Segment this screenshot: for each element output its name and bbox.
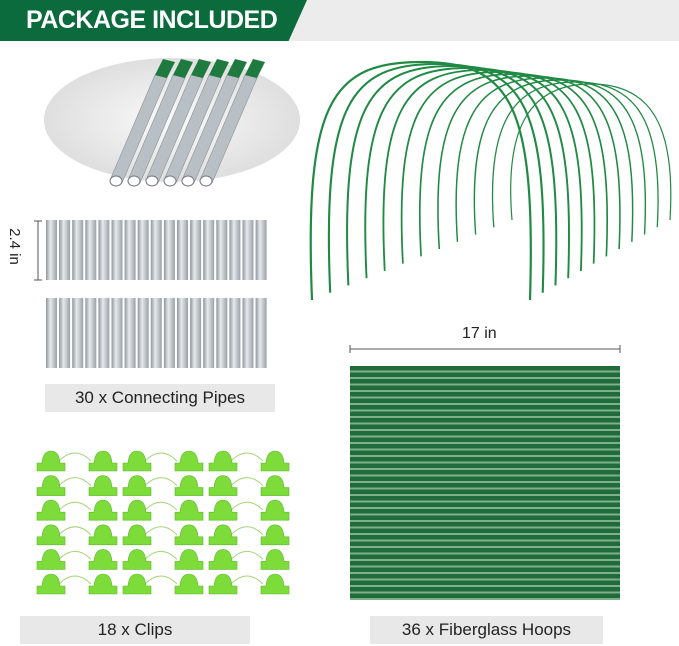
pipe-end: [127, 175, 141, 187]
clip: [208, 499, 290, 521]
hoop-arch: [327, 62, 545, 293]
pipe: [150, 220, 162, 280]
pipe-end: [145, 175, 159, 187]
clip: [208, 475, 290, 496]
pipe-bundle-photo: [44, 58, 300, 187]
clip: [208, 573, 290, 595]
page-title: PACKAGE INCLUDED: [26, 6, 278, 34]
hoop-end: [245, 59, 265, 78]
hoop-arch: [309, 60, 532, 301]
clip: [36, 475, 118, 496]
clip: [36, 573, 118, 595]
pipe: [190, 220, 202, 280]
pipe: [150, 298, 162, 368]
pipe: [216, 220, 228, 280]
hoop-end: [227, 59, 247, 78]
hoop-arch: [346, 64, 558, 286]
pipe: [229, 298, 241, 368]
fiberglass-hoops-stack: [350, 366, 620, 600]
pipe: [203, 220, 215, 280]
pipe: [242, 298, 254, 368]
pipe: [124, 220, 136, 280]
hoop-end: [173, 59, 193, 78]
pipe: [59, 298, 71, 368]
pipe: [177, 298, 188, 368]
clip: [208, 549, 290, 570]
pipe: [72, 298, 84, 368]
clip: [36, 549, 118, 570]
clip: [208, 450, 290, 472]
clip: [122, 549, 204, 570]
pipe: [85, 220, 97, 280]
pipe: [255, 220, 267, 280]
pipe-length-label: 2.4 in: [5, 228, 23, 265]
clip: [122, 475, 204, 496]
pipe: [163, 220, 175, 280]
pipe: [229, 220, 241, 280]
pipe: [59, 220, 71, 280]
fiberglass-hoops-label: 36 x Fiberglass Hoops: [370, 616, 603, 644]
hoop-tunnel-illustration: [309, 60, 672, 301]
pipe: [85, 298, 97, 368]
clip: [36, 499, 118, 521]
pipe: [255, 298, 267, 368]
pipe-end: [199, 175, 213, 187]
clips-grid: [36, 450, 290, 595]
hoop-arch: [364, 67, 570, 279]
hoop-end: [209, 59, 229, 78]
clip: [122, 573, 204, 595]
pipe: [163, 298, 175, 368]
connecting-pipes-label: 30 x Connecting Pipes: [45, 384, 275, 412]
dimension-bracket-vertical: [34, 220, 42, 281]
clip: [122, 450, 204, 472]
pipe: [98, 220, 110, 280]
pipe: [98, 298, 110, 368]
pipe: [46, 298, 57, 368]
pipe: [203, 298, 215, 368]
clip: [36, 524, 118, 546]
pipe-end: [163, 175, 177, 187]
hoop-arch: [473, 79, 646, 235]
clips-label: 18 x Clips: [20, 616, 250, 644]
hoop-width-label: 17 in: [462, 325, 497, 342]
hoop-arch: [418, 73, 608, 257]
pipe: [242, 220, 254, 280]
hoop-arch: [400, 71, 596, 264]
clip: [122, 499, 204, 521]
hoop-arch: [510, 83, 672, 221]
hoop-arch: [455, 77, 634, 242]
pipe: [46, 220, 57, 280]
pipe: [72, 220, 84, 280]
hoop-arch: [437, 75, 621, 250]
pipe: [190, 298, 202, 368]
hoop-arch: [491, 81, 659, 228]
header-title-band: [0, 0, 307, 41]
pipe: [177, 220, 188, 280]
pipe-end: [181, 175, 195, 187]
clip: [208, 524, 290, 546]
clip: [122, 524, 204, 546]
clip: [36, 450, 118, 472]
connecting-pipes: [46, 220, 267, 368]
pipe: [137, 298, 149, 368]
pipe-end: [109, 175, 123, 187]
dimension-line-horizontal: [349, 345, 621, 353]
hoop-end: [191, 59, 211, 78]
pipe: [124, 298, 136, 368]
pipe: [111, 220, 123, 280]
pipe: [216, 298, 228, 368]
pipe: [137, 220, 149, 280]
hoop-end: [155, 59, 175, 78]
pipe: [111, 298, 123, 368]
hoop-arch: [382, 69, 583, 271]
